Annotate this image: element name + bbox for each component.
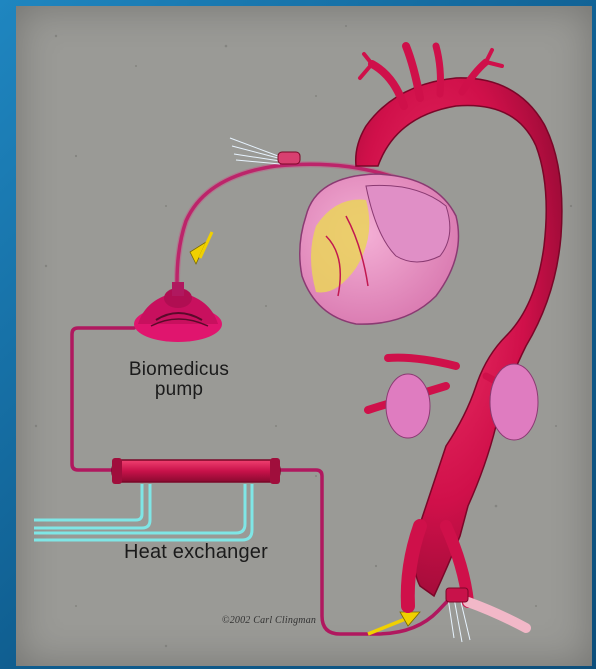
illustration-panel: Biomedicus pump Heat exchanger ©2002 Car… bbox=[16, 6, 592, 666]
pump-label-line1: Biomedicus bbox=[104, 360, 254, 379]
biomedicus-pump bbox=[134, 282, 222, 342]
pump-label-line2: pump bbox=[104, 380, 254, 399]
heart bbox=[300, 174, 459, 324]
bypass-circuit-diagram bbox=[16, 6, 592, 666]
flow-arrow-upper bbox=[190, 232, 212, 264]
femoral-cannulation bbox=[446, 588, 526, 642]
heat-exchanger bbox=[112, 458, 280, 484]
aorta bbox=[356, 46, 562, 606]
heat-exchanger-label: Heat exchanger bbox=[101, 542, 291, 562]
flow-arrow-lower bbox=[368, 612, 420, 634]
cannula-wires bbox=[230, 138, 300, 164]
copyright-credit: ©2002 Carl Clingman bbox=[194, 616, 344, 626]
water-lines bbox=[34, 484, 252, 540]
